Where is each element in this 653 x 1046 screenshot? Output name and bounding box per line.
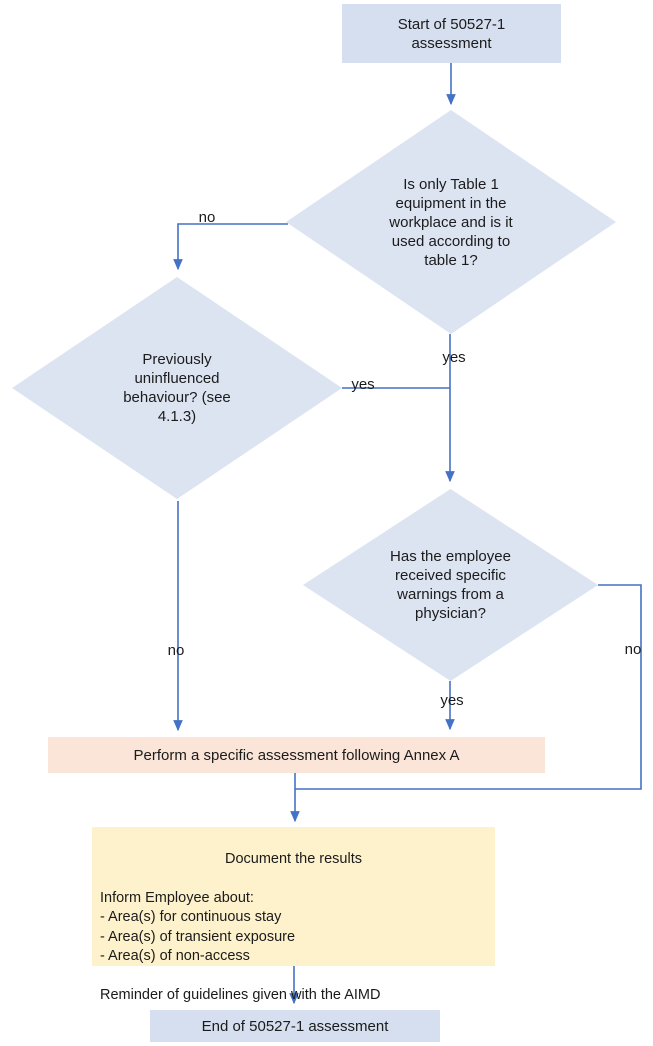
node-decision-behaviour-label: Previously uninfluenced behaviour? (see … <box>123 351 231 425</box>
node-start: Start of 50527-1 assessment <box>342 4 561 63</box>
node-end: End of 50527-1 assessment <box>150 1010 440 1042</box>
node-decision-physician-label: Has the employee received specific warni… <box>390 548 511 622</box>
node-start-label: Start of 50527-1 assessment <box>397 15 506 52</box>
edge-label-table1-no: no <box>198 209 216 226</box>
edge-label-table1-yes: yes <box>442 349 466 366</box>
node-decision-table1-label: Is only Table 1 equipment in the workpla… <box>389 175 513 269</box>
edge-label-behaviour-yes: yes <box>351 376 375 393</box>
edge-label-behaviour-no: no <box>167 642 185 659</box>
node-perform-assessment-label: Perform a specific assessment following … <box>133 746 460 764</box>
edge-table1-no-to-behaviour <box>173 223 288 271</box>
edge-physician-no-join <box>295 584 642 790</box>
edge-label-physician-yes: yes <box>440 692 464 709</box>
node-document-results-body: Inform Employee about: - Area(s) for con… <box>100 889 381 1004</box>
node-perform-assessment: Perform a specific assessment following … <box>48 737 545 773</box>
node-document-results-title: Document the results <box>224 850 362 867</box>
node-end-label: End of 50527-1 assessment <box>201 1017 389 1035</box>
edge-label-physician-no: no <box>624 641 642 658</box>
node-document-results: Document the results Inform Employee abo… <box>92 827 495 1003</box>
